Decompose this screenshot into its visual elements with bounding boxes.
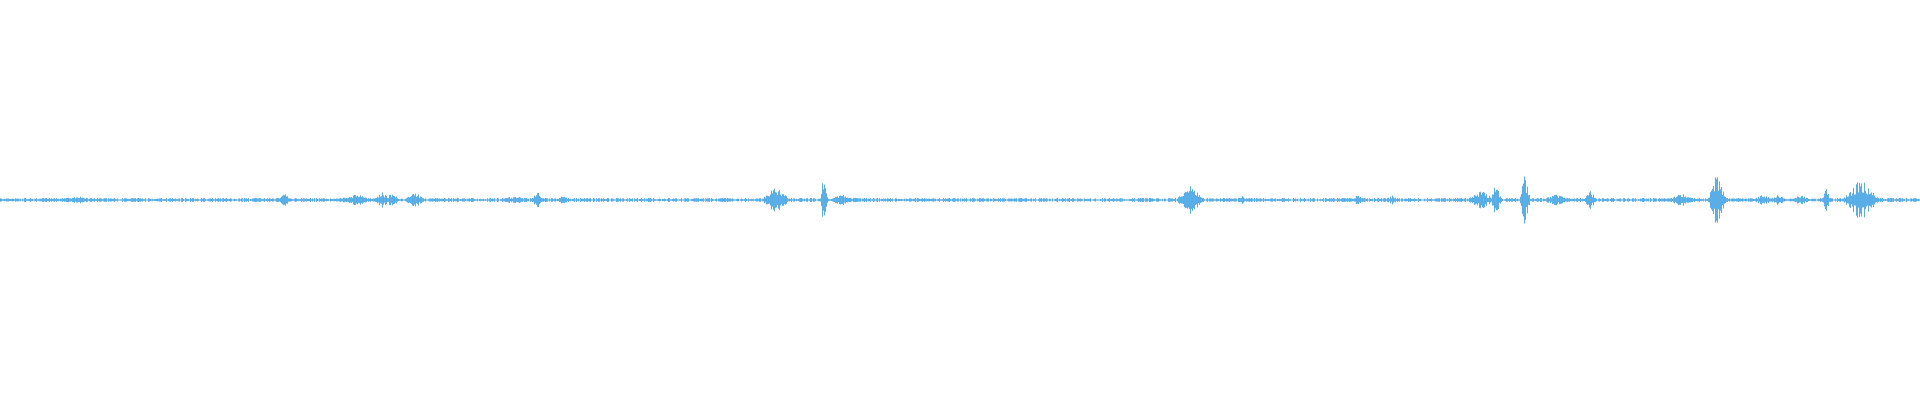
waveform-bars (0, 176, 1920, 224)
waveform-path (0, 176, 1920, 224)
